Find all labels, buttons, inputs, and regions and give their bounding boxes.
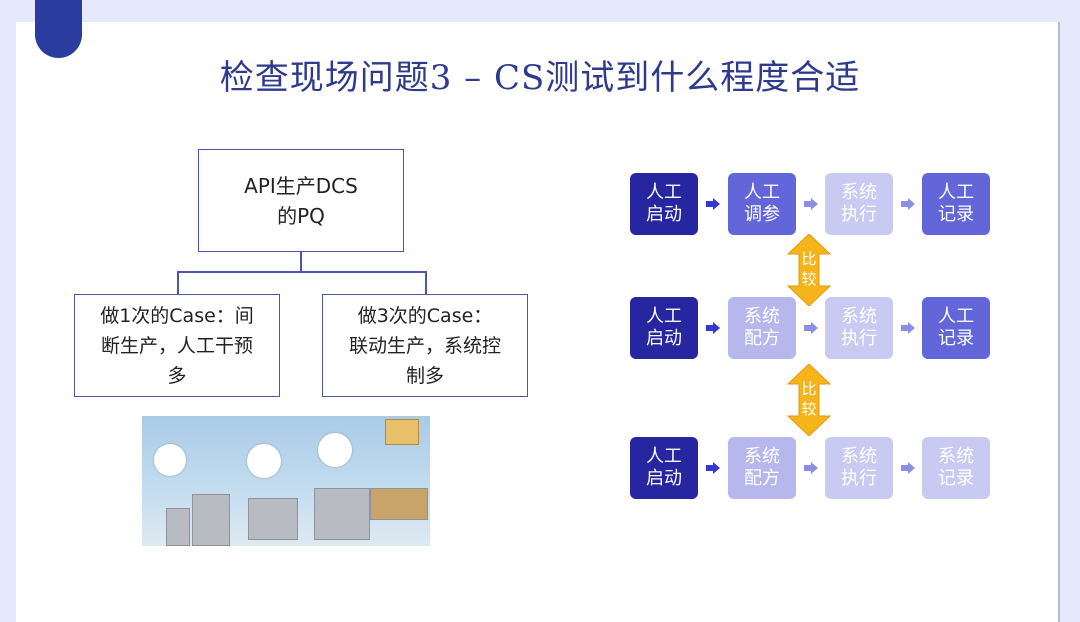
flow-step-line1: 人工 [646, 446, 682, 467]
product-circle-1 [154, 444, 186, 476]
arrow-right-icon [901, 322, 915, 334]
flow-step: 系统执行 [825, 437, 893, 499]
flow-step-label: 人工记录 [938, 306, 974, 350]
flow-step: 人工调参 [728, 173, 796, 235]
compare-label-line1: 比 [801, 380, 817, 398]
machine-3 [248, 498, 298, 540]
tree-root-line2: 的PQ [277, 203, 325, 228]
conveyor [370, 488, 428, 520]
flow-step-line2: 执行 [841, 468, 877, 489]
flow-step-line1: 系统 [744, 306, 780, 327]
arrow-right-icon [804, 198, 818, 210]
flow-step-line1: 系统 [841, 306, 877, 327]
flow-step: 人工记录 [922, 173, 990, 235]
arrow-right-icon [706, 198, 720, 210]
flow-step: 人工启动 [630, 173, 698, 235]
arrow-right-icon [901, 198, 915, 210]
tree-left-box: 做1次的Case：间 断生产，人工干预 多 [74, 294, 280, 397]
flow-step-line1: 系统 [938, 446, 974, 467]
flow-step-line2: 配方 [744, 328, 780, 349]
tree-right-box: 做3次的Case： 联动生产，系统控 制多 [322, 294, 528, 397]
arrow-right-icon [706, 462, 720, 474]
compare-label-line2: 较 [801, 400, 817, 418]
arrow-right-icon [901, 462, 915, 474]
machine-2 [192, 494, 230, 546]
tree-left-line2: 断生产，人工干预 [100, 334, 253, 357]
tree-root-line1: API生产DCS [244, 173, 358, 198]
flow-step-line1: 人工 [938, 182, 974, 203]
flow-step-label: 系统配方 [744, 306, 780, 350]
flow-step-line2: 启动 [646, 204, 682, 225]
arrow-right-icon [804, 462, 818, 474]
arrow-right-icon [706, 322, 720, 334]
flow-step-line1: 系统 [841, 182, 877, 203]
machine-4 [314, 488, 370, 540]
tree-left-line3: 多 [167, 364, 187, 387]
flow-step-line2: 记录 [938, 204, 974, 225]
flow-step-label: 系统执行 [841, 446, 877, 490]
flow-step: 人工记录 [922, 297, 990, 359]
accent-tab [35, 0, 82, 58]
flow-step-label: 人工启动 [646, 446, 682, 490]
flow-step-label: 人工启动 [646, 306, 682, 350]
product-circle-3 [318, 433, 352, 467]
flow-step-label: 人工记录 [938, 182, 974, 226]
tree-right-line1: 做3次的Case： [357, 304, 493, 327]
flow-step: 人工启动 [630, 297, 698, 359]
flow-step-label: 系统记录 [938, 446, 974, 490]
flow-step-line1: 系统 [841, 446, 877, 467]
tree-right-line3: 制多 [405, 364, 444, 387]
flow-step-line1: 人工 [744, 182, 780, 203]
flow-step: 系统执行 [825, 297, 893, 359]
connector-line [300, 252, 302, 271]
slide-title: 检查现场问题3 – CS测试到什么程度合适 [219, 58, 861, 98]
flow-step-line2: 记录 [938, 328, 974, 349]
flow-step-line2: 调参 [744, 204, 780, 225]
flow-step: 人工启动 [630, 437, 698, 499]
flow-step-line1: 人工 [938, 306, 974, 327]
flow-step-label: 人工启动 [646, 182, 682, 226]
flow-step: 系统配方 [728, 297, 796, 359]
flow-step: 系统配方 [728, 437, 796, 499]
connector-line [177, 271, 179, 294]
tree-root-box: API生产DCS 的PQ [198, 149, 404, 252]
flow-step: 系统执行 [825, 173, 893, 235]
production-line-image [142, 416, 430, 546]
flow-step-line2: 执行 [841, 328, 877, 349]
flow-step-label: 系统执行 [841, 182, 877, 226]
flow-step-line1: 系统 [744, 446, 780, 467]
flow-step-label: 系统配方 [744, 446, 780, 490]
product-circle-2 [247, 444, 281, 478]
compare-label-line1: 比 [801, 250, 817, 268]
arrow-right-icon [804, 322, 818, 334]
flow-step-line2: 启动 [646, 328, 682, 349]
flow-step-line1: 人工 [646, 306, 682, 327]
compare-label-line2: 较 [801, 270, 817, 288]
flow-step-line2: 执行 [841, 204, 877, 225]
connector-line [177, 271, 426, 273]
flow-step-line1: 人工 [646, 182, 682, 203]
flow-step-label: 系统执行 [841, 306, 877, 350]
compare-double-arrow: 比较 [786, 233, 832, 307]
flow-step-line2: 启动 [646, 468, 682, 489]
connector-line [425, 271, 427, 294]
flow-step-line2: 记录 [938, 468, 974, 489]
tree-right-line2: 联动生产，系统控 [348, 334, 501, 357]
tree-left-line1: 做1次的Case：间 [100, 304, 254, 327]
carton-box-graphic [385, 419, 419, 445]
compare-double-arrow: 比较 [786, 363, 832, 437]
flow-step-label: 人工调参 [744, 182, 780, 226]
flow-step: 系统记录 [922, 437, 990, 499]
machine-1 [166, 508, 190, 546]
flow-step-line2: 配方 [744, 468, 780, 489]
